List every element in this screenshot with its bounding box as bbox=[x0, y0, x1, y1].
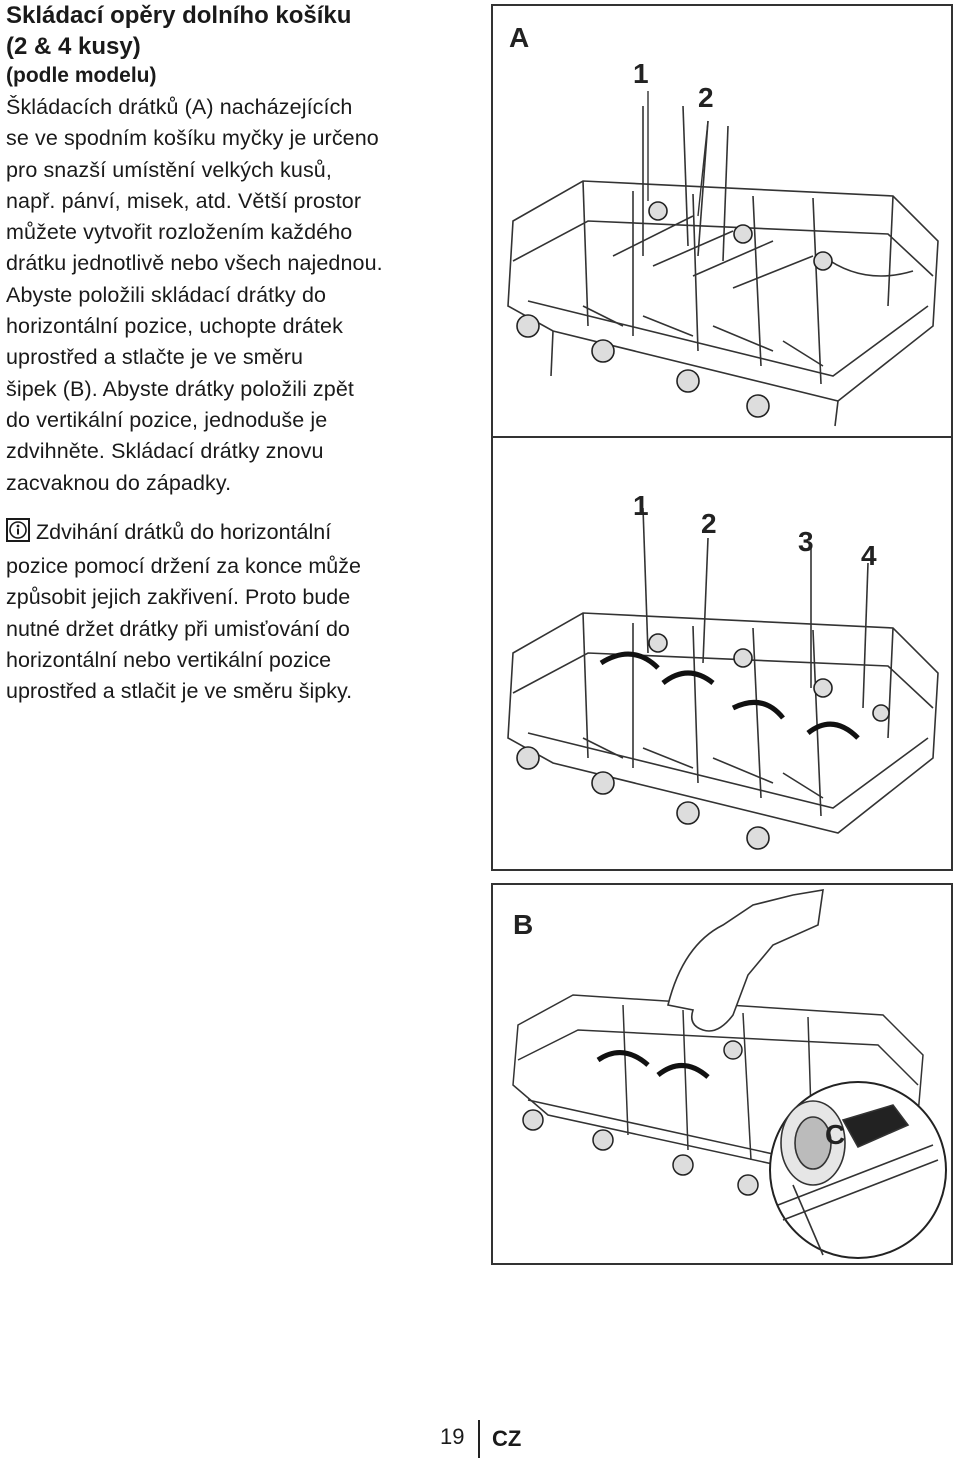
subtitle: (podle modelu) bbox=[6, 64, 157, 87]
note-block: Zdvihání drátků do horizontální pozice p… bbox=[6, 517, 476, 708]
note-line: pozice pomocí držení za konce může bbox=[6, 554, 361, 579]
text-line: horizontální pozice, uchopte drátek bbox=[6, 314, 343, 339]
instructions: Škládacích drátků (A) nacházejících se v… bbox=[6, 92, 476, 499]
basket-illustration-mid bbox=[507, 507, 939, 850]
page-number: 19 bbox=[440, 1424, 465, 1449]
callout-1: 1 bbox=[633, 490, 649, 521]
callout-3: 3 bbox=[798, 526, 814, 557]
note-line: nutné držet drátky při umisťování do bbox=[6, 616, 350, 641]
note-line: Zdvihání drátků do horizontální bbox=[36, 519, 332, 544]
footer-divider bbox=[478, 1420, 480, 1458]
text-line: Škládacích drátků (A) nacházejících bbox=[6, 95, 353, 119]
text-line: např. pánví, misek, atd. Větší prostor bbox=[6, 188, 362, 213]
callout-2: 2 bbox=[701, 508, 717, 539]
figure-label-a: A bbox=[509, 22, 530, 53]
basket-illustration-b bbox=[512, 889, 947, 1259]
language-code: CZ bbox=[492, 1426, 522, 1451]
page-footer: 19 CZ bbox=[0, 1420, 960, 1460]
text-line: do vertikální pozice, jednoduše je bbox=[6, 407, 328, 432]
text-line: šipek (B). Abyste drátky položili zpět bbox=[6, 376, 354, 401]
note-line: způsobit jejich zakřivení. Proto bude bbox=[6, 585, 351, 610]
figure-mid-panel: 1 2 3 4 bbox=[491, 436, 953, 871]
title-line-2: (2 & 4 kusy) bbox=[6, 33, 141, 60]
callout-4: 4 bbox=[861, 540, 877, 571]
text-line: Abyste položili skládací drátky do bbox=[6, 282, 327, 307]
info-icon bbox=[6, 517, 30, 551]
callout-1: 1 bbox=[633, 58, 649, 89]
text-line: se ve spodním košíku myčky je určeno bbox=[6, 126, 379, 151]
text-column: Skládací opěry dolního košíku (2 & 4 kus… bbox=[6, 0, 476, 708]
text-line: pro snazší umístění velkých kusů, bbox=[6, 157, 332, 182]
figure-label-b: B bbox=[513, 909, 534, 940]
text-line: uprostřed a stlačte je ve směru bbox=[6, 345, 304, 370]
figure-a-panel: A 1 2 bbox=[491, 4, 953, 439]
note-line: horizontální nebo vertikální pozice bbox=[6, 648, 332, 673]
figure-b-panel: B C bbox=[491, 883, 953, 1265]
text-line: drátku jednotlivě nebo všech najednou. bbox=[6, 251, 383, 276]
note-line: uprostřed a stlačit je ve směru šipky. bbox=[6, 679, 353, 704]
text-line: zdvihněte. Skládací drátky znovu bbox=[6, 439, 324, 464]
callout-2: 2 bbox=[698, 82, 714, 113]
page-title: Skládací opěry dolního košíku (2 & 4 kus… bbox=[6, 0, 476, 62]
title-line-1: Skládací opěry dolního košíku bbox=[6, 2, 352, 29]
basket-illustration-a bbox=[507, 91, 939, 427]
hand-illustration bbox=[667, 889, 824, 1032]
text-line: můžete vytvořit rozložením každého bbox=[6, 220, 353, 245]
text-line: zacvaknou do západky. bbox=[6, 470, 232, 495]
detail-label-c: C bbox=[825, 1119, 846, 1150]
